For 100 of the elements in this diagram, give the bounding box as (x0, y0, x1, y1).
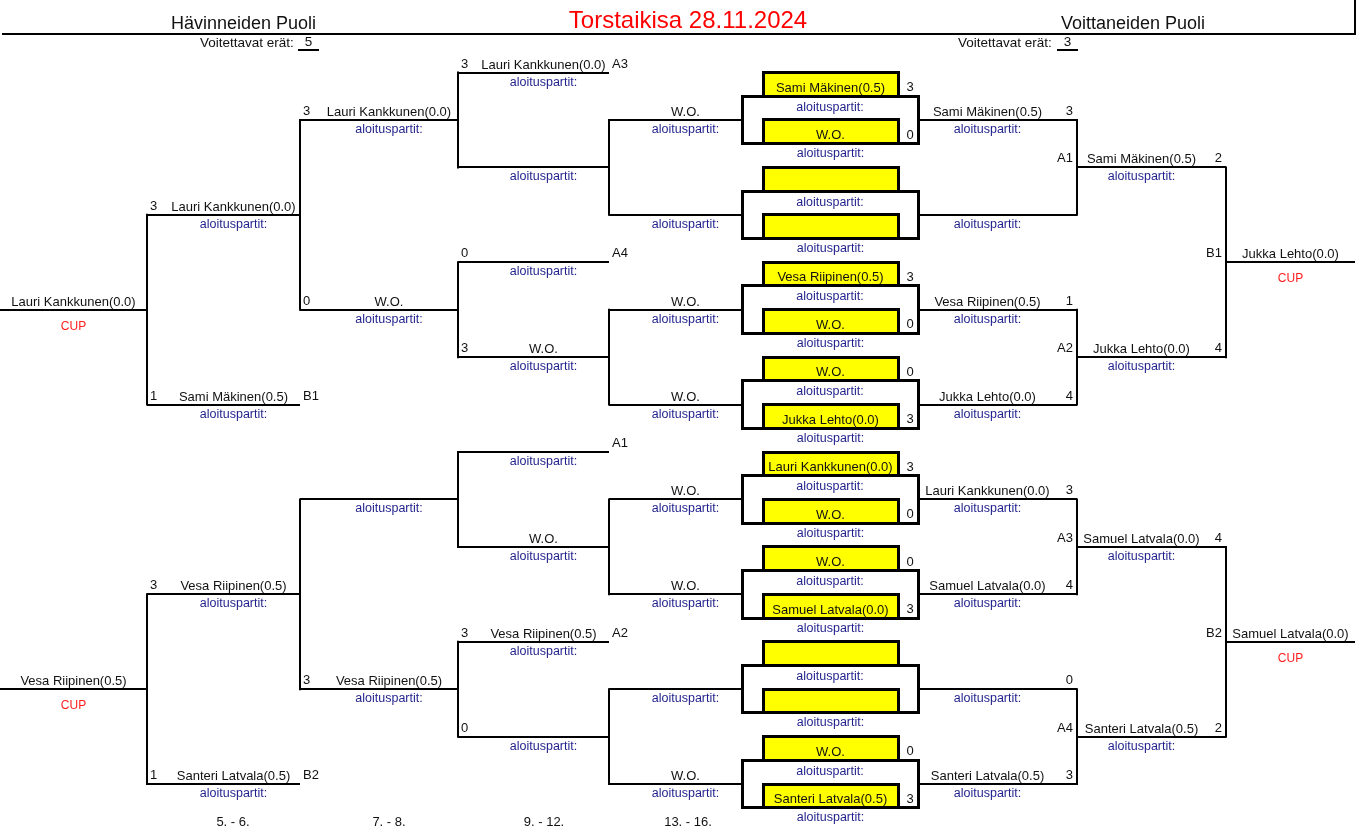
player-name: Santeri Latvala(0.5) (176, 768, 291, 784)
start-games-label: aloituspartit: (1107, 169, 1176, 184)
bracket-line (1076, 166, 1078, 216)
bracket-ref-tag: A1 (612, 435, 628, 450)
start-games-label: aloituspartit: (953, 216, 1022, 231)
bracket-line (1076, 688, 1078, 738)
start-games-label: aloituspartit: (199, 216, 268, 231)
player-name: Samuel Latvala(0.0) (772, 602, 889, 617)
start-games-label: aloituspartit: (651, 596, 720, 611)
bracket-line (1225, 640, 1227, 738)
player-name: Sami Mäkinen(0.5) (775, 80, 886, 95)
player-name: W.O. (374, 293, 404, 309)
player-name: W.O. (529, 341, 558, 357)
match-box (740, 284, 920, 335)
bracket-line (1076, 498, 1078, 548)
score: 1 (150, 767, 158, 783)
start-games-label: aloituspartit: (953, 121, 1022, 136)
bracket-line (608, 118, 610, 169)
player-name: Vesa Riipinen(0.5) (180, 578, 287, 594)
player-name: Jukka Lehto(0.0) (1242, 246, 1339, 262)
bracket-ref-tag: A4 (1057, 719, 1073, 735)
cup-label: CUP (60, 698, 87, 713)
start-games-label: aloituspartit: (796, 810, 865, 825)
player-name: Lauri Kankkunen(0.0) (11, 293, 136, 309)
start-games-label: aloituspartit: (796, 335, 865, 350)
score: 3 (906, 458, 914, 474)
match-box (740, 189, 920, 241)
score: 0 (906, 743, 914, 759)
start-games-label: aloituspartit: (953, 786, 1022, 801)
score: 0 (906, 126, 914, 142)
player-name: Jukka Lehto(0.0) (1093, 341, 1190, 357)
player-name: Sami Mäkinen(0.5) (1086, 151, 1197, 167)
cup-label: CUP (60, 318, 87, 333)
bracket-line (457, 308, 459, 359)
player-name: Lauri Kankkunen(0.0) (481, 56, 606, 72)
match-box (740, 664, 920, 715)
start-games-label: aloituspartit: (796, 669, 864, 683)
start-games-label: aloituspartit: (796, 715, 865, 730)
start-games-label: aloituspartit: (953, 501, 1022, 516)
player-name: W.O. (816, 555, 845, 570)
score: 3 (906, 411, 914, 427)
start-games-label: aloituspartit: (796, 479, 864, 494)
bracket-ref-tag: B1 (303, 387, 319, 403)
start-games-label: aloituspartit: (355, 501, 423, 516)
start-games-label: aloituspartit: (651, 311, 720, 326)
bracket-ref-tag: A2 (612, 624, 628, 640)
start-games-label: aloituspartit: (953, 596, 1022, 611)
start-games-label: aloituspartit: (509, 74, 578, 89)
player-name: W.O. (671, 103, 700, 119)
player-name: W.O. (816, 128, 845, 143)
bracket-ref-tag: A4 (612, 245, 628, 261)
player-name: Lauri Kankkunen(0.0) (171, 198, 296, 214)
match-box (740, 379, 920, 430)
bracket-line (299, 593, 301, 691)
placement-label: 7. - 8. (372, 814, 406, 829)
bracket-line (608, 166, 610, 216)
sets-to-win-label: Voitettavat erät: (200, 35, 294, 50)
score: 1 (150, 387, 158, 403)
bracket-line (1076, 735, 1078, 786)
bracket-line (457, 118, 459, 169)
player-name: Jukka Lehto(0.0) (939, 388, 1036, 404)
bracket-line (457, 451, 459, 501)
score: 3 (461, 624, 469, 640)
score: 3 (461, 340, 469, 356)
player-name: Samuel Latvala(0.0) (1232, 625, 1349, 641)
score: 4 (1214, 340, 1222, 356)
start-games-label: aloituspartit: (953, 311, 1022, 326)
start-games-label: aloituspartit: (355, 311, 423, 326)
score: 3 (303, 102, 311, 118)
bracket-line (1076, 356, 1078, 406)
score: 0 (906, 553, 914, 569)
start-games-label: aloituspartit: (1107, 738, 1176, 753)
bracket-line (299, 213, 301, 311)
bracket-line (608, 498, 610, 548)
bracket-line (608, 688, 610, 738)
start-games-label: aloituspartit: (796, 430, 865, 445)
start-games-label: aloituspartit: (199, 596, 268, 611)
match-box (740, 94, 920, 146)
bracket-line (608, 356, 610, 406)
placement-label: 5. - 6. (216, 814, 250, 829)
match-box (740, 569, 920, 620)
bracket-line (146, 213, 148, 311)
player-box (761, 640, 900, 667)
player-name: Vesa Riipinen(0.5) (335, 673, 443, 689)
player-box (761, 735, 900, 762)
score: 3 (150, 577, 158, 593)
bracket-line (299, 118, 301, 216)
sets-to-win-value: 3 (1057, 35, 1078, 51)
bracket-ref-tag: B2 (1206, 624, 1222, 640)
bracket-line (1225, 261, 1227, 359)
score: 2 (1214, 150, 1222, 166)
start-games-label: aloituspartit: (355, 691, 423, 706)
score: 4 (1065, 577, 1073, 593)
score: 3 (906, 790, 914, 806)
bracket-ref-tag: A1 (1057, 150, 1073, 166)
bracket-ref-tag: B2 (303, 767, 319, 783)
bracket-line (457, 261, 459, 311)
bracket-line (1225, 545, 1227, 643)
score: 3 (461, 55, 469, 71)
bracket-line (1225, 166, 1227, 264)
